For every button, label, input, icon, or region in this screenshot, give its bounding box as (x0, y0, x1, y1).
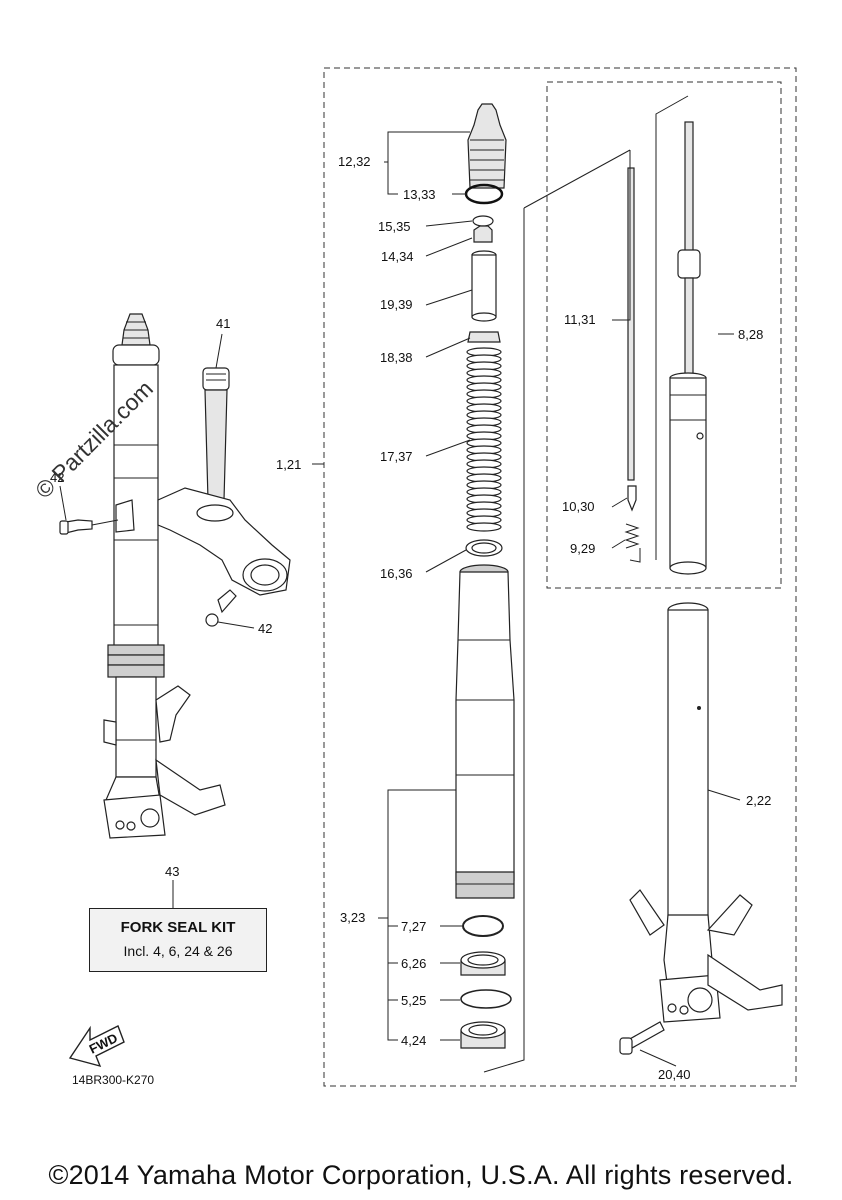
label-14-34: 14,34 (381, 249, 414, 264)
label-13-33: 13,33 (403, 187, 436, 202)
label-41: 41 (216, 316, 230, 331)
assembled-fork-illustration (59, 313, 291, 839)
label-4-24: 4,24 (401, 1033, 426, 1048)
label-3-23: 3,23 (340, 910, 365, 925)
kit-title: FORK SEAL KIT (120, 919, 236, 936)
label-18-38: 18,38 (380, 350, 413, 365)
label-5-25: 5,25 (401, 993, 426, 1008)
damper-parts (624, 121, 707, 575)
label-11-31: 11,31 (564, 312, 596, 327)
label-16-36: 16,36 (380, 566, 413, 581)
spring-coil (466, 522, 502, 532)
label-12-32: 12,32 (338, 154, 371, 169)
inner-tube-illustration (619, 602, 783, 1055)
label-15-35: 15,35 (378, 219, 411, 234)
fork-seal-kit-box: FORK SEAL KIT Incl. 4, 6, 24 & 26 (89, 908, 267, 972)
exploded-center-parts (455, 103, 515, 1049)
label-20-40: 20,40 (658, 1067, 691, 1082)
assembly-boundary (323, 67, 797, 1087)
label-43: 43 (165, 864, 179, 879)
label-19-39: 19,39 (380, 297, 413, 312)
fwd-arrow-icon: FWD (68, 1025, 125, 1068)
label-10-30: 10,30 (562, 499, 595, 514)
copyright-notice: ©2014 Yamaha Motor Corporation, U.S.A. A… (48, 1160, 794, 1190)
label-2-22: 2,22 (746, 793, 771, 808)
label-9-29: 9,29 (570, 541, 595, 556)
label-42-lower: 42 (258, 621, 272, 636)
diagram-code: 14BR300-K270 (72, 1073, 155, 1087)
part-labels: 12,32 13,33 15,35 14,34 19,39 18,38 17,3… (50, 154, 771, 1082)
leader-lines (59, 95, 741, 1073)
label-42-left: 42 (50, 470, 64, 485)
label-6-26: 6,26 (401, 956, 426, 971)
label-17-37: 17,37 (380, 449, 413, 464)
kit-description: Incl. 4, 6, 24 & 26 (123, 943, 233, 959)
label-7-27: 7,27 (401, 919, 426, 934)
label-8-28: 8,28 (738, 327, 763, 342)
label-1-21: 1,21 (276, 457, 301, 472)
